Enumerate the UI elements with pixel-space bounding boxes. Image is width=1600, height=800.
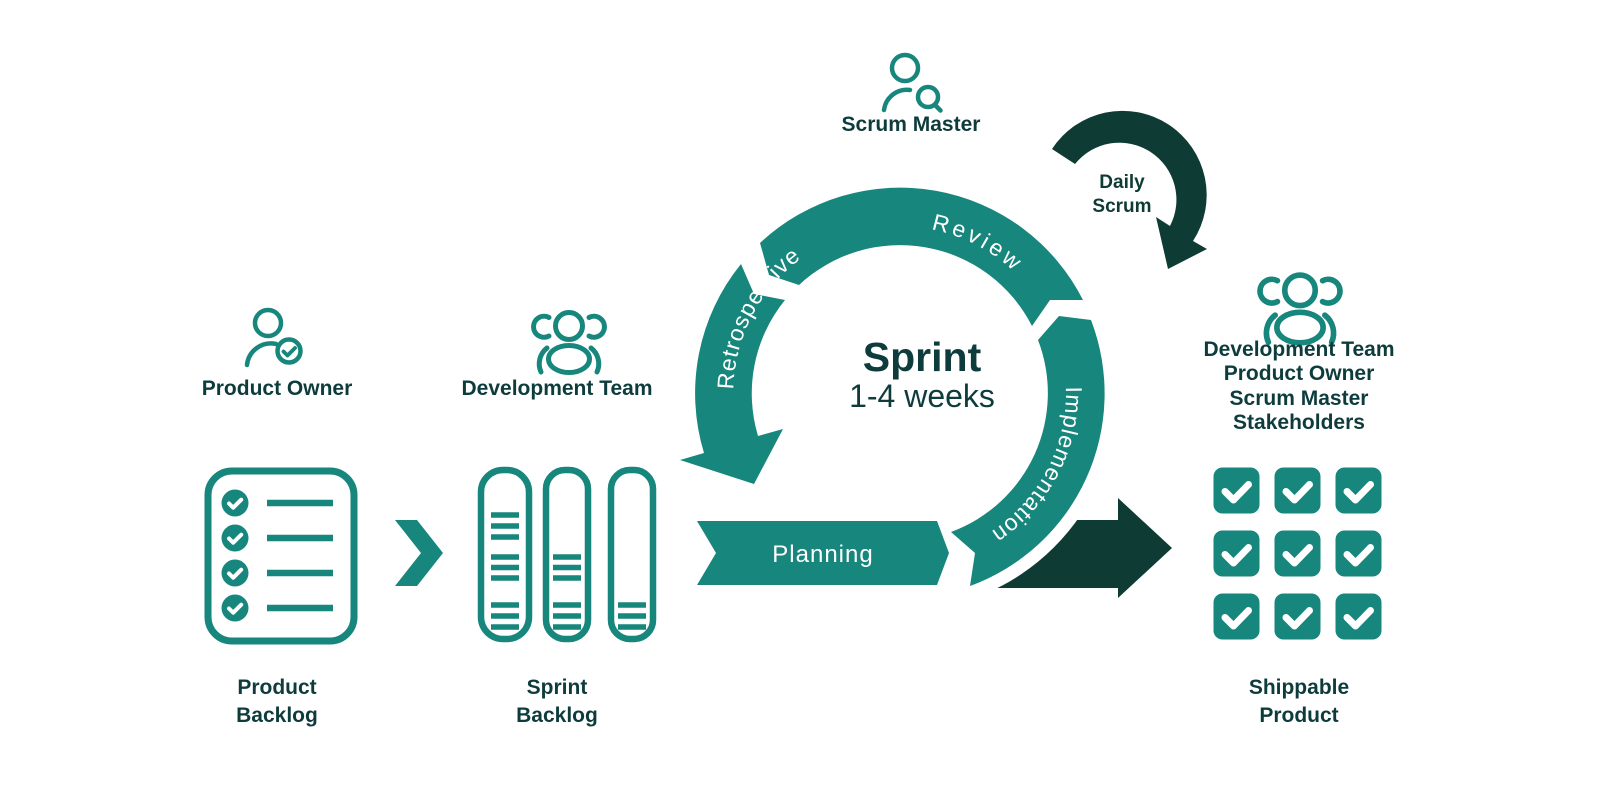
check-square [1274,467,1321,514]
checklist-row [221,559,333,587]
development-team-label: Development Team [461,377,653,400]
segment-implementation [951,316,1105,586]
product-owner-label: Product Owner [201,377,353,400]
participant: Development Team [1203,338,1395,361]
checklist-row [221,524,333,552]
sprint-title: Sprint [862,334,982,380]
participant: Product Owner [1223,362,1375,386]
sprint-backlog-icon [477,466,657,643]
product-owner-icon [244,307,303,368]
checklist-row [221,489,333,517]
check-square [1335,593,1382,640]
development-team-icon [531,310,607,375]
segment-planning-band [697,521,949,585]
check-square [1213,593,1260,640]
backlog-lines [491,512,646,630]
sprint-duration: 1-4 weeks [849,378,995,414]
segment-review [760,187,1083,326]
sprint-center-text: Sprint 1-4 weeks [812,336,1032,414]
participant: Stakeholders [1233,411,1365,435]
daily-scrum-arrow [1052,110,1207,269]
check-square [1213,530,1260,577]
product-backlog-icon [204,467,358,645]
sprint-cycle [680,187,1105,586]
scrum-master-icon [881,52,943,113]
daily-scrum-label: Daily Scrum [1092,172,1152,217]
check-square [1335,530,1382,577]
chevron-right-icon [395,520,443,586]
scrum-master-label: Scrum Master [841,113,981,136]
check-square [1335,467,1382,514]
product-backlog-label: Product Backlog [236,676,318,727]
backlog-column [542,466,592,643]
backlog-column [607,466,657,643]
checklist-row [221,594,333,622]
participant: Scrum Master [1229,386,1369,410]
stakeholders-team-icon [1257,272,1343,346]
shippable-product-grid [1213,467,1382,640]
check-square [1274,530,1321,577]
check-badge-icon [275,337,303,365]
magnifier-icon [915,84,941,110]
shippable-product-label: Shippable Product [1248,676,1350,727]
sprint-backlog-label: Sprint Backlog [516,676,598,727]
check-square [1274,593,1321,640]
check-square [1213,467,1260,514]
participants-list: Development Team Product Owner Scrum Mas… [1194,338,1404,436]
backlog-column [477,466,533,643]
segment-retrospective [680,264,785,484]
planning-label: Planning [772,541,873,568]
